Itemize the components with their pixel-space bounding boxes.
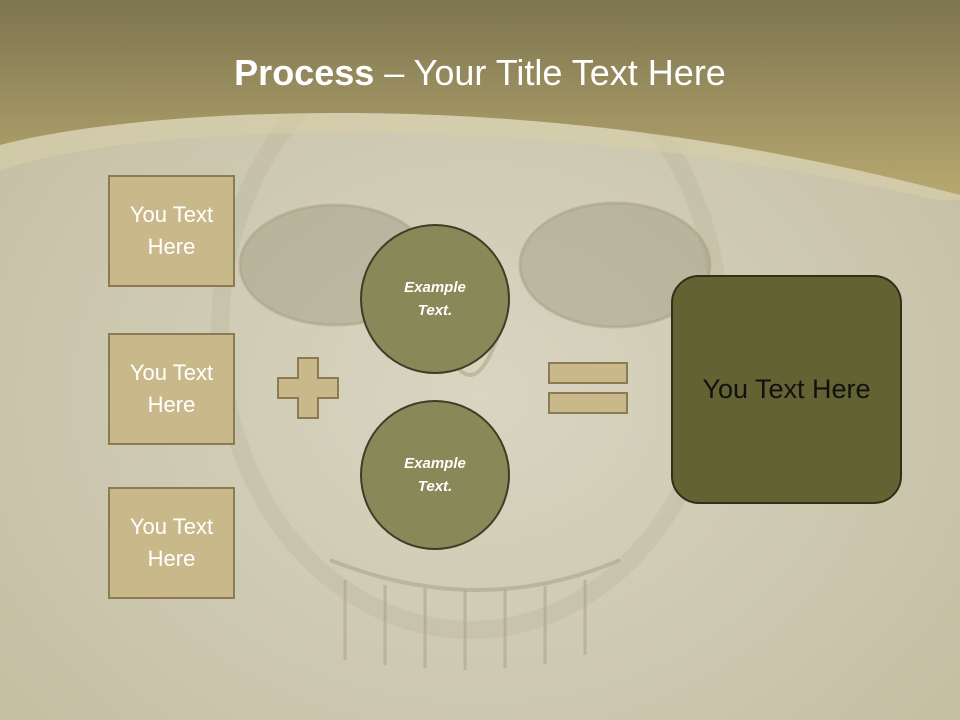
title-strong: Process (234, 52, 375, 93)
example-circle-label: Example Text. (404, 279, 466, 319)
slide-title: Process – Your Title Text Here (0, 52, 960, 94)
header-band (0, 0, 960, 200)
plus-icon (277, 357, 339, 419)
result-box: You Text Here (671, 275, 902, 504)
example-circle-1: Example Text. (360, 224, 510, 374)
title-rest: – Your Title Text Here (374, 52, 726, 93)
example-circle-2: Example Text. (360, 400, 510, 550)
input-box-label: You Text Here (129, 514, 214, 571)
result-label: You Text Here (702, 374, 871, 404)
input-box-label: You Text Here (129, 360, 214, 417)
input-box-2: You Text Here (108, 333, 235, 445)
input-box-label: You Text Here (129, 202, 214, 259)
equals-icon (548, 362, 628, 414)
example-circle-label: Example Text. (404, 455, 466, 495)
input-box-3: You Text Here (108, 487, 235, 599)
input-box-1: You Text Here (108, 175, 235, 287)
